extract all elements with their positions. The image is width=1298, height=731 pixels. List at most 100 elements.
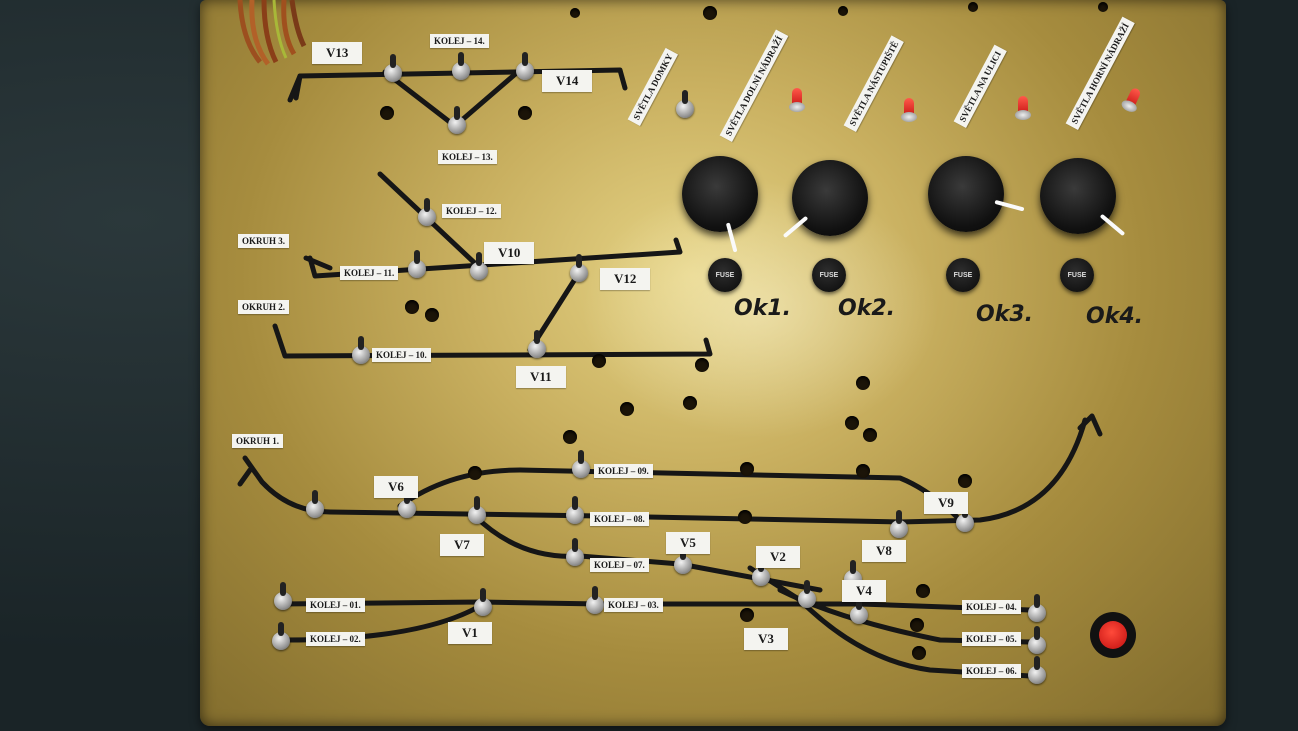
toggle-switch-icon[interactable] xyxy=(398,490,416,518)
toggle-switch-icon[interactable] xyxy=(674,546,692,574)
handwritten-ok2: Ok2. xyxy=(838,296,895,321)
fuse-holder-icon[interactable]: FUSE xyxy=(708,258,742,292)
label-v2: V2 xyxy=(756,546,800,568)
power-switch-icon[interactable] xyxy=(1090,612,1136,658)
rotary-knob-icon[interactable] xyxy=(928,156,1025,232)
label-okruh-3: OKRUH 3. xyxy=(238,234,290,248)
toggle-switch-icon[interactable] xyxy=(798,580,816,608)
toggle-switch-icon[interactable] xyxy=(1028,626,1046,654)
led-icon xyxy=(1015,96,1031,120)
label-kolej-13: KOLEJ – 13. xyxy=(438,150,497,164)
mount-hole xyxy=(916,584,930,598)
label-v7: V7 xyxy=(440,534,484,556)
toggle-switch-icon[interactable] xyxy=(452,52,470,80)
fuse-label: FUSE xyxy=(819,271,839,279)
label-v14: V14 xyxy=(542,70,593,92)
toggle-switch-icon[interactable] xyxy=(890,510,908,538)
label-kolej-10: KOLEJ – 10. xyxy=(372,348,431,362)
mount-hole xyxy=(738,510,752,524)
toggle-switch-icon[interactable] xyxy=(1028,594,1046,622)
toggle-switch-icon[interactable] xyxy=(850,596,868,624)
label-kolej-12: KOLEJ – 12. xyxy=(442,204,501,218)
rotary-knob-icon[interactable] xyxy=(782,160,868,239)
mount-hole xyxy=(856,376,870,390)
label-v1: V1 xyxy=(448,622,492,644)
label-kolej-03: KOLEJ – 03. xyxy=(604,598,663,612)
label-v8: V8 xyxy=(862,540,906,562)
handwritten-ok3: Ok3. xyxy=(976,302,1033,327)
label-okruh-2: OKRUH 2. xyxy=(238,300,290,314)
handwritten-ok1: Ok1. xyxy=(734,296,791,321)
wire-bundle xyxy=(237,0,307,66)
mount-hole xyxy=(695,358,709,372)
toggle-switch-icon[interactable] xyxy=(566,496,584,524)
label-v12: V12 xyxy=(600,268,651,290)
toggle-switch-icon[interactable] xyxy=(474,588,492,616)
toggle-switch-icon[interactable] xyxy=(572,450,590,478)
led-icon xyxy=(901,98,917,122)
mount-hole xyxy=(405,300,419,314)
mount-hole xyxy=(570,8,580,18)
toggle-switch-icon[interactable] xyxy=(352,336,370,364)
mount-hole xyxy=(740,462,754,476)
label-kolej-11: KOLEJ – 11. xyxy=(340,266,399,280)
toggle-switch-icon[interactable] xyxy=(586,586,604,614)
label-v3: V3 xyxy=(744,628,788,650)
toggle-switch-icon[interactable] xyxy=(418,198,436,226)
mount-hole xyxy=(958,474,972,488)
label-v6: V6 xyxy=(374,476,418,498)
mount-hole xyxy=(683,396,697,410)
mount-hole xyxy=(563,430,577,444)
mount-hole xyxy=(856,464,870,478)
toggle-switch-icon[interactable] xyxy=(570,254,588,282)
label-v10: V10 xyxy=(484,242,535,264)
rotary-knob-icon[interactable] xyxy=(1040,158,1126,237)
toggle-switch-icon[interactable] xyxy=(516,52,534,80)
toggle-switch-icon[interactable] xyxy=(384,54,402,82)
toggle-switch-icon[interactable] xyxy=(306,490,324,518)
mount-hole xyxy=(740,608,754,622)
fuse-holder-icon[interactable]: FUSE xyxy=(946,258,980,292)
fuse-label: FUSE xyxy=(715,271,735,279)
toggle-switch-icon[interactable] xyxy=(448,106,466,134)
toggle-switch-icon[interactable] xyxy=(752,558,770,586)
toggle-switch-icon[interactable] xyxy=(272,622,290,650)
mount-hole xyxy=(912,646,926,660)
label-v13: V13 xyxy=(312,42,363,64)
toggle-switch-icon[interactable] xyxy=(408,250,426,278)
mount-hole xyxy=(968,2,978,12)
fuse-holder-icon[interactable]: FUSE xyxy=(1060,258,1094,292)
label-v4: V4 xyxy=(842,580,886,602)
mount-hole xyxy=(425,308,439,322)
toggle-switch-icon[interactable] xyxy=(956,504,974,532)
mount-hole xyxy=(703,6,717,20)
panel-glare xyxy=(580,180,940,440)
mount-hole xyxy=(863,428,877,442)
mount-hole xyxy=(910,618,924,632)
mount-hole xyxy=(845,416,859,430)
fuse-label: FUSE xyxy=(953,271,973,279)
toggle-switch-icon[interactable] xyxy=(470,252,488,280)
rotary-knob-icon[interactable] xyxy=(682,156,758,253)
toggle-switch-icon[interactable] xyxy=(468,496,486,524)
mount-hole xyxy=(592,354,606,368)
toggle-switch-icon[interactable] xyxy=(1028,656,1046,684)
label-kolej-09: KOLEJ – 09. xyxy=(594,464,653,478)
label-kolej-04: KOLEJ – 04. xyxy=(962,600,1021,614)
fuse-holder-icon[interactable]: FUSE xyxy=(812,258,846,292)
label-kolej-05: KOLEJ – 05. xyxy=(962,632,1021,646)
toggle-switch-icon[interactable] xyxy=(566,538,584,566)
label-kolej-01: KOLEJ – 01. xyxy=(306,598,365,612)
label-kolej-08: KOLEJ – 08. xyxy=(590,512,649,526)
fuse-label: FUSE xyxy=(1067,271,1087,279)
toggle-switch-icon[interactable] xyxy=(528,330,546,358)
label-v5: V5 xyxy=(666,532,710,554)
label-kolej-07: KOLEJ – 07. xyxy=(590,558,649,572)
label-v11: V11 xyxy=(516,366,566,388)
handwritten-ok4: Ok4. xyxy=(1086,304,1143,329)
label-v9: V9 xyxy=(924,492,968,514)
toggle-switch-icon[interactable] xyxy=(676,90,694,118)
toggle-switch-icon[interactable] xyxy=(274,582,292,610)
label-kolej-02: KOLEJ – 02. xyxy=(306,632,365,646)
